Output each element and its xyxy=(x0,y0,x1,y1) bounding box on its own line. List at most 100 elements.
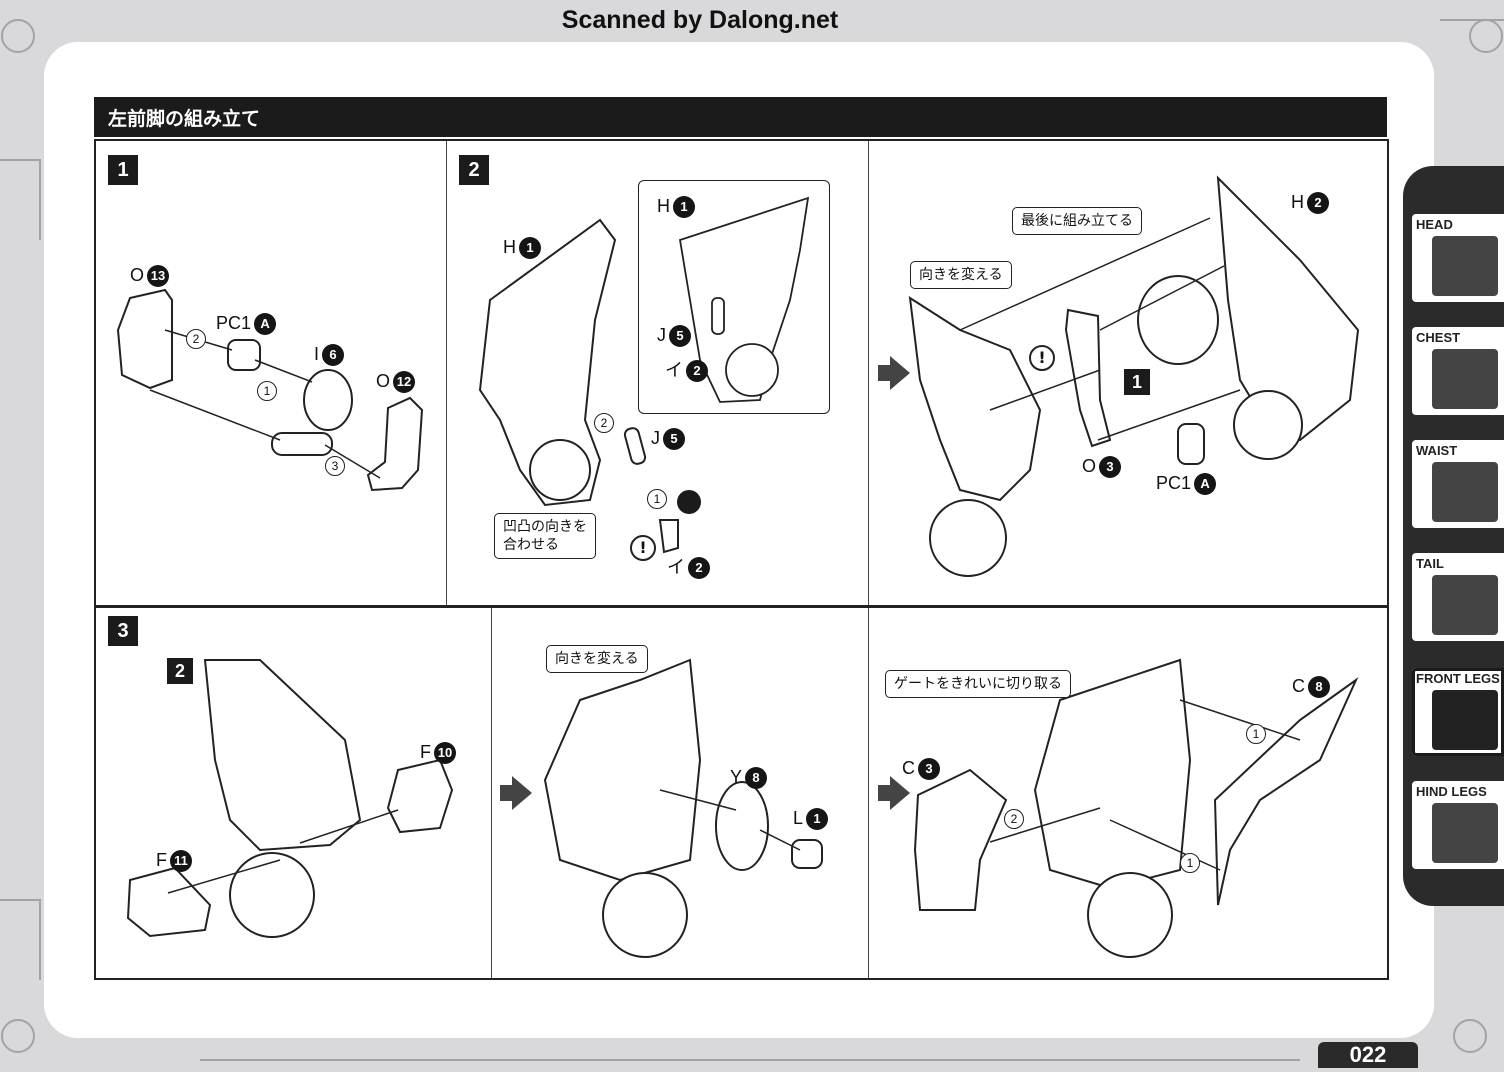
gearbox-shape xyxy=(1137,275,1219,365)
tab-waist[interactable]: WAIST xyxy=(1412,440,1504,528)
part-number: 12 xyxy=(393,371,416,394)
part-number: 2 xyxy=(1307,192,1329,215)
tab-chest[interactable]: CHEST xyxy=(1412,327,1504,415)
part-letter: Y xyxy=(730,767,743,787)
orientation-icon xyxy=(677,490,701,514)
section-header: 左前脚の組み立て xyxy=(94,97,1387,137)
step-number-2: 2 xyxy=(459,155,489,185)
page-number: 022 xyxy=(1318,1042,1418,1068)
waist-icon xyxy=(1432,462,1498,522)
part-i2-shape xyxy=(658,519,679,554)
step-3a-cell xyxy=(96,608,492,978)
sequence-mark: 1 xyxy=(1246,724,1266,744)
tab-label: FRONT LEGS xyxy=(1416,671,1500,686)
part-letter: L xyxy=(793,808,804,828)
step3-wheel-b-shape xyxy=(602,872,688,958)
part-c8-shape xyxy=(1213,677,1359,906)
tab-label: CHEST xyxy=(1416,330,1461,345)
part-number: 3 xyxy=(1099,456,1122,479)
warning-icon: ! xyxy=(1029,345,1055,371)
inset-j5-shape xyxy=(711,297,725,335)
chest-icon xyxy=(1432,349,1498,409)
part-number: 1 xyxy=(519,237,541,260)
part-f11-shape xyxy=(126,866,212,938)
sequence-mark: 1 xyxy=(647,489,667,509)
part-letter: イ xyxy=(665,360,683,380)
part-number: 8 xyxy=(1308,676,1330,699)
part-letter: C xyxy=(1292,676,1305,696)
part-number: 10 xyxy=(434,742,456,765)
step-number-3: 3 xyxy=(108,616,138,646)
callout-change-direction: 向きを変える xyxy=(910,261,1012,289)
part-letter: O xyxy=(1082,456,1097,476)
part-letter: PC1 xyxy=(216,313,252,333)
step-number-1: 1 xyxy=(108,155,138,185)
part-letter: H xyxy=(1291,192,1304,212)
part-number: 1 xyxy=(806,808,829,831)
part-number: A xyxy=(254,313,277,336)
sub-step-2: 2 xyxy=(167,658,193,684)
shaft-shape xyxy=(271,432,333,456)
tab-front-legs[interactable]: FRONT LEGS xyxy=(1412,668,1504,756)
inset-gear-shape xyxy=(725,343,779,397)
callout-assemble-last: 最後に組み立てる xyxy=(1012,207,1142,235)
hind-legs-icon xyxy=(1432,803,1498,863)
tab-label: TAIL xyxy=(1416,556,1444,571)
next-step-arrow xyxy=(878,356,910,390)
part-number: 5 xyxy=(663,428,685,451)
tail-icon xyxy=(1432,575,1498,635)
part-o12-shape xyxy=(366,396,424,492)
warning-icon: ! xyxy=(630,535,656,561)
part-i6-shape xyxy=(303,369,353,431)
part-number: 2 xyxy=(688,557,710,580)
part-h1-frame-shape xyxy=(478,218,617,507)
part-letter: F xyxy=(420,742,431,762)
callout-align-notch: 凹凸の向きを 合わせる xyxy=(494,513,596,559)
part-number: 6 xyxy=(322,344,345,367)
part-number: A xyxy=(1194,473,1217,496)
step-3b-cell xyxy=(491,608,869,978)
part-j5-shape xyxy=(623,427,647,465)
sequence-mark: 2 xyxy=(186,329,206,349)
part-o13-shape xyxy=(116,288,173,390)
sequence-mark: 2 xyxy=(1004,809,1024,829)
part-c3-shape xyxy=(913,768,1008,911)
right-frame-h2-shape xyxy=(1216,175,1360,442)
tab-label: HIND LEGS xyxy=(1416,784,1487,799)
step-1-cell xyxy=(96,141,447,605)
tab-head[interactable]: HEAD xyxy=(1412,214,1504,302)
part-letter: O xyxy=(130,265,145,285)
part-number: 1 xyxy=(673,196,695,219)
part-y8-shape xyxy=(715,781,769,871)
tab-hind-legs[interactable]: HIND LEGS xyxy=(1412,781,1504,869)
step-2-cell xyxy=(446,141,869,605)
wheel-hub-shape xyxy=(529,439,591,501)
sequence-mark: 1 xyxy=(257,381,277,401)
part-letter: I xyxy=(314,344,320,364)
tab-tail[interactable]: TAIL xyxy=(1412,553,1504,641)
head-icon xyxy=(1432,236,1498,296)
next-step-arrow xyxy=(878,776,910,810)
part-letter: F xyxy=(156,850,167,870)
left-frame-shape xyxy=(908,296,1042,502)
part-number: 5 xyxy=(669,325,691,348)
left-wheel-shape xyxy=(929,499,1007,577)
sequence-mark: 1 xyxy=(1180,853,1200,873)
sub-step-1: 1 xyxy=(1124,369,1150,395)
callout-clean-gate: ゲートをきれいに切り取る xyxy=(885,670,1071,698)
